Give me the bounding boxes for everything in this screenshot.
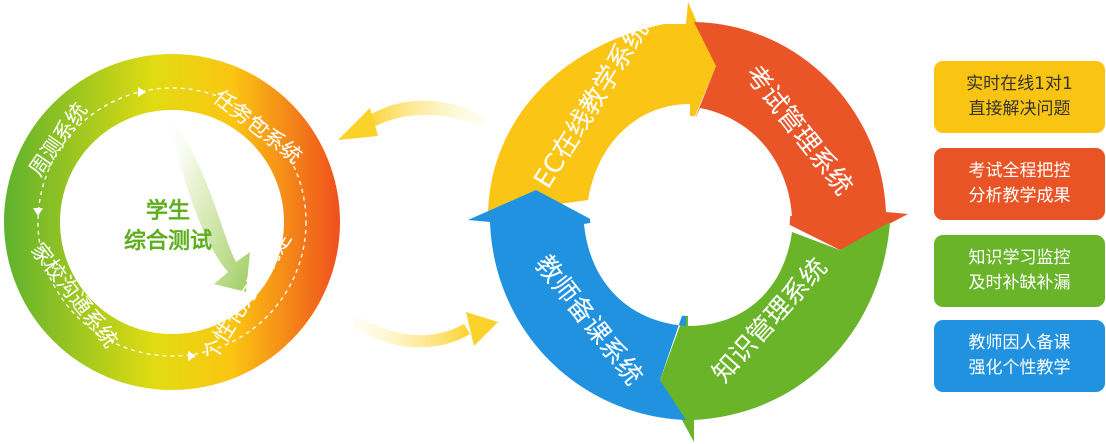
legend-item-online: 实时在线1对1 直接解决问题	[934, 61, 1105, 133]
legend-line2: 分析教学成果	[968, 186, 1071, 206]
center-label-line2: 综合测试	[124, 228, 212, 254]
right-ring-hole	[590, 116, 790, 316]
legend-line1: 知识学习监控	[968, 248, 1071, 268]
segment-teacher	[468, 190, 686, 420]
dashed-inner-track	[37, 87, 307, 357]
legend-line2: 直接解决问题	[968, 99, 1071, 119]
legend-item-teacher: 教师因人备课 强化个性教学	[934, 320, 1105, 392]
left-cycle-ring: 学生 综合测试 任务包系统 个性化方案制定 家校沟通系统 周测系统	[4, 54, 340, 390]
legend-line2: 及时补缺补漏	[968, 273, 1071, 293]
track-arrow-top	[138, 87, 146, 97]
legend-line2: 强化个性教学	[968, 358, 1071, 378]
legend-line1: 实时在线1对1	[966, 74, 1073, 94]
legend-item-knowledge: 知识学习监控 及时补缺补漏	[934, 235, 1105, 307]
connector-arrow-bottom	[352, 312, 498, 348]
segment-exam	[692, 22, 908, 250]
track-arrow-left	[33, 208, 43, 216]
center-swoosh	[168, 112, 250, 292]
connector-arrow-top	[338, 100, 486, 140]
legend-line1: 考试全程把控	[968, 161, 1071, 181]
legend-line1: 教师因人备课	[968, 333, 1071, 353]
track-arrow-bottom	[188, 351, 196, 361]
legend-item-exam: 考试全程把控 分析教学成果	[934, 148, 1105, 220]
right-cycle: EC在线教学系统 考试管理系统 知识管理系统 教师备课系统	[468, 2, 908, 442]
segment-knowledge	[660, 222, 890, 442]
center-label-line1: 学生	[146, 198, 190, 224]
segment-ec	[488, 2, 716, 214]
